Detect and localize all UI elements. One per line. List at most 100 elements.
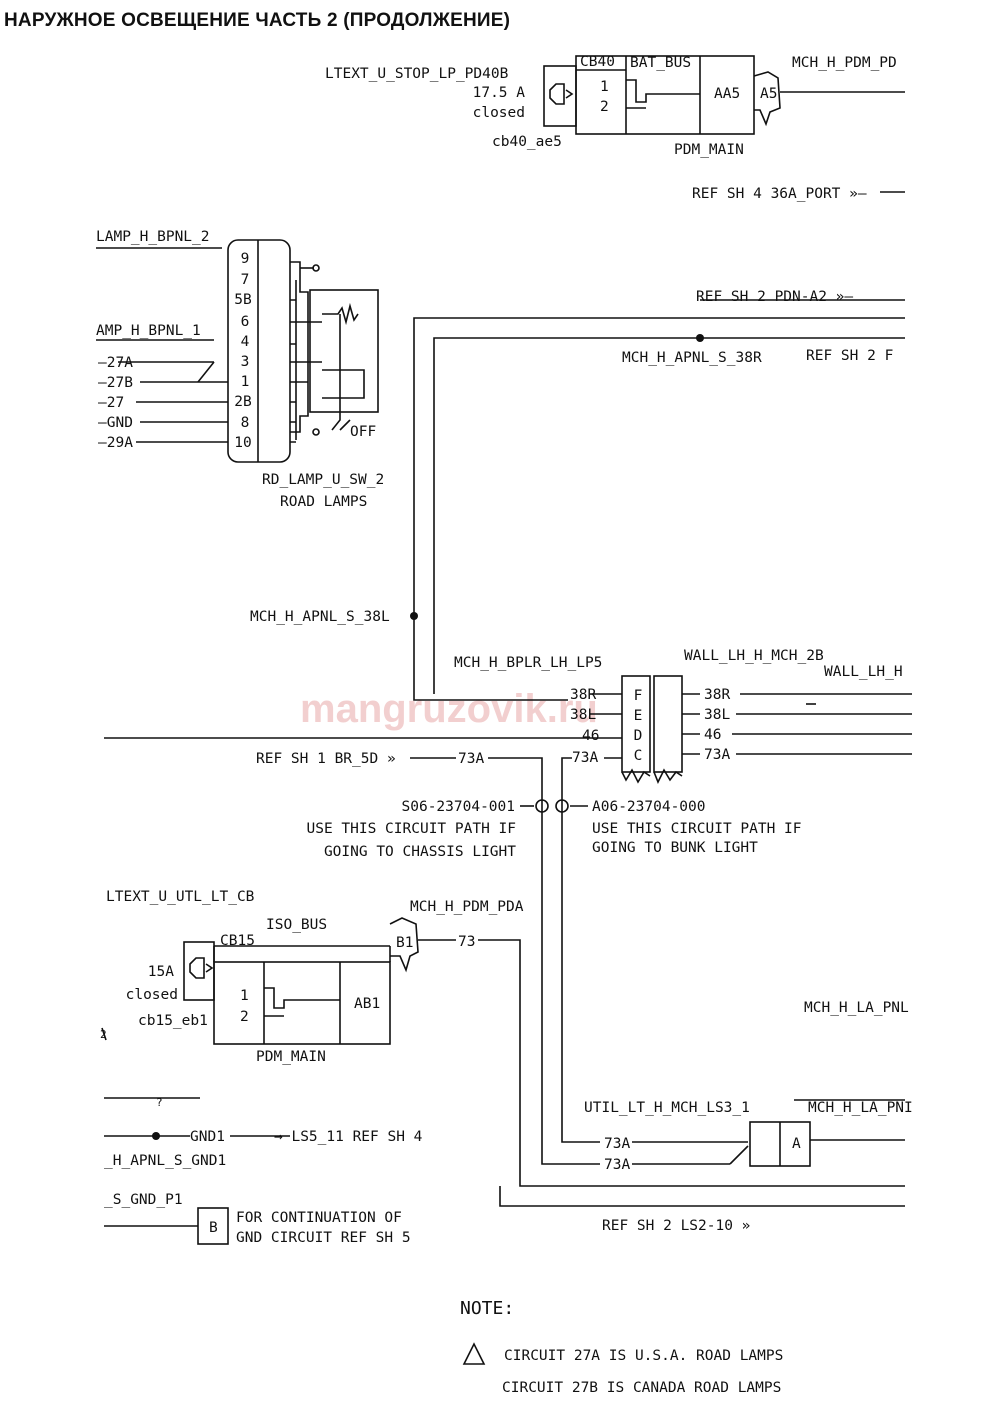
wire-73: 73 <box>458 934 475 950</box>
gnd-p1: _S_GND_P1 <box>104 1192 183 1208</box>
b1-connector <box>389 917 419 973</box>
cb40-slot: AA5 <box>714 86 740 102</box>
cb40-rating: 17.5 A <box>473 85 526 101</box>
cb40-pin2: 2 <box>600 99 609 115</box>
la-pnl-label: MCH_H_LA_PNL <box>804 1000 909 1016</box>
a5-connector <box>753 71 781 127</box>
lp5-wire-right: 46 <box>704 727 721 743</box>
gnd-question: ? <box>156 1096 163 1109</box>
splice-s2-note: USE THIS CIRCUIT PATH IF <box>592 821 802 837</box>
gnd-cont-1: FOR CONTINUATION OF <box>236 1210 402 1226</box>
cb15-pin1: 1 <box>240 988 249 1004</box>
ref-sh2-f: REF SH 2 F <box>806 348 893 364</box>
switch-name: RD_LAMP_U_SW_2 <box>262 472 384 488</box>
cb15-rating: 15A <box>148 964 174 980</box>
warning-icon <box>462 1342 486 1365</box>
cb40-state: closed <box>473 105 525 121</box>
wire-29a: —29A <box>98 435 133 451</box>
splice-s06 <box>535 799 549 813</box>
cb40-breaker-icon <box>549 83 574 105</box>
switch-off: OFF <box>350 424 376 440</box>
cb15-module: PDM_MAIN <box>256 1049 326 1065</box>
lp5-wire-right: 38L <box>704 707 730 723</box>
lp5-pin: E <box>634 708 643 724</box>
splice-s1-note: GOING TO CHASSIS LIGHT <box>324 844 516 860</box>
watermark: mangruzovik.ru <box>300 687 598 731</box>
cb15-pin2: 2 <box>240 1009 249 1025</box>
wire-gnd: —GND <box>98 415 133 431</box>
junction-gnd1 <box>152 1132 160 1140</box>
cb40-id: cb40_ae5 <box>492 134 562 150</box>
gnd-node: _H_APNL_S_GND1 <box>104 1153 226 1169</box>
gnd-box-b <box>197 1207 229 1245</box>
cb15-symbol <box>183 941 215 1001</box>
cb15-bus: ISO_BUS <box>266 917 327 933</box>
switch-pin: 5B <box>234 292 252 308</box>
a-conn-pin: A <box>792 1136 801 1152</box>
junction-38r <box>696 334 704 342</box>
lp5-connector <box>621 675 651 773</box>
cb40-conn: A5 <box>760 86 777 102</box>
switch-desc: ROAD LAMPS <box>280 494 367 510</box>
road-lamp-switch <box>227 239 291 463</box>
node-38r: MCH_H_APNL_S_38R <box>622 350 762 366</box>
note-title: NOTE: <box>460 1298 514 1319</box>
switch-pin: 6 <box>241 314 250 330</box>
splice-s1-note: USE THIS CIRCUIT PATH IF <box>306 821 516 837</box>
lp5-pin: C <box>634 748 643 764</box>
note-line-2: CIRCUIT 27B IS CANADA ROAD LAMPS <box>502 1380 781 1396</box>
gnd1-label: GND1 <box>190 1129 225 1145</box>
lp5-wire-left: 46 <box>582 728 599 744</box>
switch-pin: 9 <box>241 251 250 267</box>
node-38l: MCH_H_APNL_S_38L <box>250 609 390 625</box>
junction-38l <box>410 612 418 620</box>
cb40-name: CB40 <box>580 54 615 70</box>
splice-a06 <box>555 799 569 813</box>
wire-73a-1: 73A <box>604 1136 630 1152</box>
cb15-breaker-icon <box>189 957 214 979</box>
cb15-circuit: LTEXT_U_UTL_LT_CB <box>106 889 255 905</box>
cb40-symbol <box>543 65 577 127</box>
cb15-slot: AB1 <box>354 996 380 1012</box>
lp5-wire-right: 38R <box>704 687 730 703</box>
splice-s1-id: S06-23704-001 <box>402 799 516 815</box>
lp5-wire-left: 38L <box>570 707 596 723</box>
switch-pin: 2B <box>234 394 252 410</box>
gnd-box-label: B <box>209 1220 218 1236</box>
ref-pdn-a2: REF SH 2 PDN-A2 »— <box>696 289 853 305</box>
lp5-pin: F <box>634 688 643 704</box>
cb40-module: PDM_MAIN <box>674 142 744 158</box>
switch-pin: 1 <box>241 374 250 390</box>
ground-mark: 2 <box>100 1028 107 1041</box>
cb40-out: MCH_H_PDM_PD <box>792 55 897 71</box>
wire-27: —27 <box>98 395 124 411</box>
ref-ls2-10: REF SH 2 LS2-10 » <box>602 1218 750 1234</box>
switch-pin: 3 <box>241 354 250 370</box>
switch-pin: 8 <box>241 415 250 431</box>
page-title: НАРУЖНОЕ ОСВЕЩЕНИЕ ЧАСТЬ 2 (ПРОДОЛЖЕНИЕ) <box>4 10 511 31</box>
lp5-far-label: WALL_LH_H <box>824 664 903 680</box>
switch-pin: 7 <box>241 272 250 288</box>
cb15-out-label: MCH_H_PDM_PDA <box>410 899 524 915</box>
cb15-box <box>213 961 391 1045</box>
wire-73a: 73A <box>458 751 484 767</box>
switch-top-label: LAMP_H_BPNL_2 <box>96 229 210 245</box>
cb15-state: closed <box>126 987 178 1003</box>
lp5-left-label: MCH_H_BPLR_LH_LP5 <box>454 655 602 671</box>
wire-27a: —27A <box>98 355 133 371</box>
cb40-pin1: 1 <box>600 79 609 95</box>
wire-27b: —27B <box>98 375 133 391</box>
cb40-box <box>575 55 755 135</box>
wire-73a-2: 73A <box>604 1157 630 1173</box>
lp5-wire-left: 38R <box>570 687 596 703</box>
lp5-wire-left: 73A <box>572 750 598 766</box>
lp5-right-label: WALL_LH_H_MCH_2B <box>684 648 824 664</box>
gnd-ls-ref: → LS5_11 REF SH 4 <box>274 1129 423 1145</box>
cb40-circuit: LTEXT_U_STOP_LP_PD40B <box>325 66 509 82</box>
ref-br-5d: REF SH 1 BR_5D » <box>256 751 396 767</box>
ref-36a-port: REF SH 4 36A_PORT »— <box>692 186 867 202</box>
switch-pin: 4 <box>241 334 250 350</box>
note-line-1: CIRCUIT 27A IS U.S.A. ROAD LAMPS <box>504 1348 783 1364</box>
cb15-id: cb15_eb1 <box>138 1013 208 1029</box>
